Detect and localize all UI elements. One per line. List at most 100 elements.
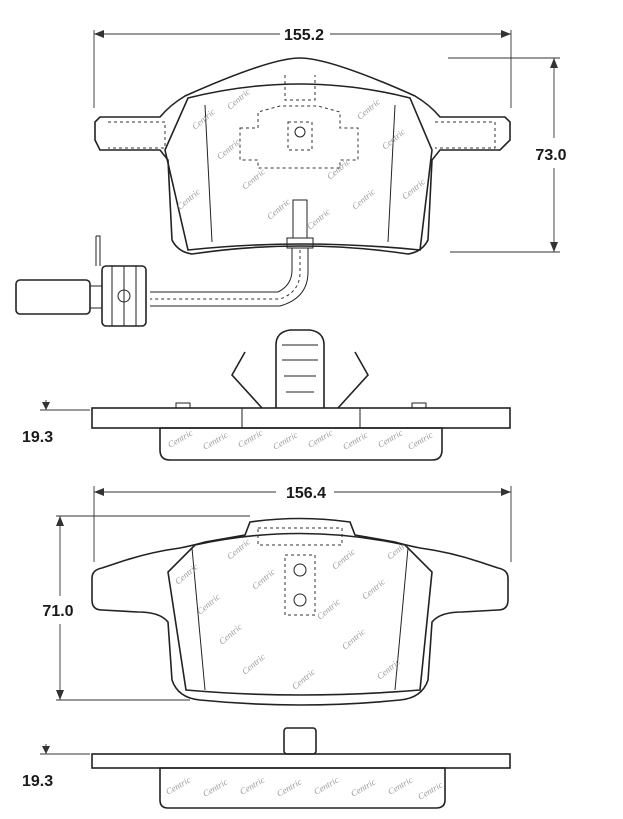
- top-edge-backing-plate: [91, 407, 511, 429]
- arrow-left: [94, 30, 104, 38]
- top-dashed-abutment-right: [435, 121, 496, 149]
- wm-be4: Centric: [275, 777, 303, 799]
- wm-be3: Centric: [238, 775, 266, 797]
- wm-2: Centric: [215, 137, 242, 162]
- wm-e6: Centric: [341, 430, 369, 452]
- bottom-dashed-center: [284, 554, 316, 616]
- bottom-edge-tab: [283, 727, 317, 755]
- wm-e5: Centric: [306, 428, 334, 450]
- connector-neck: [89, 285, 103, 309]
- wm-be2: Centric: [201, 777, 229, 799]
- wm-b10: Centric: [360, 577, 387, 602]
- top-thickness-label: 19.3: [22, 429, 53, 446]
- wm-b7: Centric: [315, 597, 342, 622]
- top-pad-face-view: Centric Centric Centric Centric Centric …: [94, 57, 511, 255]
- top-height-dimension: 73.0: [448, 57, 567, 253]
- wm-12: Centric: [305, 207, 332, 232]
- bottom-edge-friction: [159, 767, 446, 809]
- sensor-wire-inner: [150, 248, 309, 307]
- bottom-thickness-dimension: 19.3: [22, 744, 90, 790]
- bottom-watermark-pattern: Centric Centric Centric Centric Centric …: [173, 537, 412, 692]
- connector-plug: [15, 279, 91, 315]
- sensor-collar: [286, 237, 314, 249]
- wm-be6: Centric: [349, 777, 377, 799]
- bottom-width-label: 156.4: [286, 485, 326, 502]
- bottom-dashed-upper: [257, 527, 343, 546]
- wm-b3: Centric: [217, 622, 244, 647]
- wm-b11: Centric: [375, 657, 402, 682]
- wm-e1: Centric: [166, 428, 194, 450]
- top-edge-clip-ribs: [282, 344, 318, 393]
- arrow-down: [550, 242, 558, 252]
- top-height-label: 73.0: [535, 147, 566, 164]
- wm-4: Centric: [265, 197, 292, 222]
- wm-7: Centric: [350, 187, 377, 212]
- bottom-width-dimension: 156.4: [93, 485, 512, 562]
- wm-11: Centric: [175, 187, 202, 212]
- top-rivet: [294, 126, 306, 138]
- top-pad-edge-view: Centric Centric Centric Centric Centric …: [91, 329, 511, 461]
- b-thk-arrow: [42, 746, 50, 754]
- b-arrow-up: [56, 516, 64, 526]
- top-dashed-rivet: [287, 121, 313, 151]
- sensor-wire-outer: [150, 248, 293, 293]
- top-edge-friction: [159, 427, 443, 461]
- connector-clip: [95, 235, 101, 266]
- top-right-slot: [387, 104, 396, 243]
- wm-b6: Centric: [250, 567, 277, 592]
- bottom-right-slot: [394, 547, 409, 691]
- wm-b1: Centric: [173, 562, 200, 587]
- bottom-rivet-2: [293, 593, 307, 607]
- connector-latch: [117, 289, 131, 303]
- sensor-probe: [292, 199, 308, 239]
- wear-sensor: [15, 199, 314, 327]
- wm-8: Centric: [355, 97, 382, 122]
- wm-6: Centric: [325, 157, 352, 182]
- top-edge-clip-body: [275, 329, 325, 408]
- top-dashed-center-clip: [239, 105, 359, 169]
- top-edge-watermark: Centric Centric Centric Centric Centric …: [166, 428, 434, 452]
- top-edge-spring-left: [231, 351, 263, 409]
- top-dashed-abutment-left: [108, 121, 166, 149]
- bottom-rivet-1: [293, 563, 307, 577]
- wm-b4: Centric: [240, 652, 267, 677]
- bottom-height-dimension: 71.0: [42, 515, 250, 701]
- top-dashed-upper-arc: [284, 75, 316, 101]
- arrow-up: [550, 58, 558, 68]
- top-width-dimension: 155.2: [93, 27, 512, 108]
- b-arrow-left: [94, 488, 104, 496]
- top-edge-tab-left: [175, 402, 191, 409]
- wm-be7: Centric: [386, 775, 414, 797]
- bottom-friction-outline: [167, 532, 433, 696]
- thk-arrow: [42, 402, 50, 410]
- bottom-edge-backing-plate: [91, 753, 511, 769]
- wm-b5: Centric: [225, 537, 252, 562]
- bottom-thickness-label: 19.3: [22, 773, 53, 790]
- bottom-height-label: 71.0: [42, 603, 73, 620]
- wm-b2: Centric: [195, 592, 222, 617]
- wm-1: Centric: [190, 107, 217, 132]
- bottom-edge-watermark: Centric Centric Centric Centric Centric …: [164, 775, 444, 802]
- wm-10: Centric: [400, 177, 427, 202]
- wm-b8: Centric: [340, 627, 367, 652]
- wm-be5: Centric: [312, 775, 340, 797]
- arrow-right: [501, 30, 511, 38]
- top-left-slot: [204, 104, 213, 243]
- b-arrow-right: [501, 488, 511, 496]
- wm-e7: Centric: [376, 428, 404, 450]
- wm-be1: Centric: [164, 775, 192, 797]
- top-width-label: 155.2: [284, 27, 324, 44]
- wm-e2: Centric: [201, 430, 229, 452]
- wm-e4: Centric: [271, 430, 299, 452]
- wm-3: Centric: [240, 167, 267, 192]
- b-arrow-down: [56, 690, 64, 700]
- bottom-pad-edge-view: Centric Centric Centric Centric Centric …: [91, 727, 511, 809]
- top-friction-outline: [164, 83, 433, 251]
- top-thickness-dimension: 19.3: [22, 400, 90, 446]
- wm-e8: Centric: [406, 430, 434, 452]
- wm-e3: Centric: [236, 428, 264, 450]
- wm-b13: Centric: [290, 667, 317, 692]
- top-backing-plate: [94, 57, 511, 255]
- wm-b9: Centric: [330, 547, 357, 572]
